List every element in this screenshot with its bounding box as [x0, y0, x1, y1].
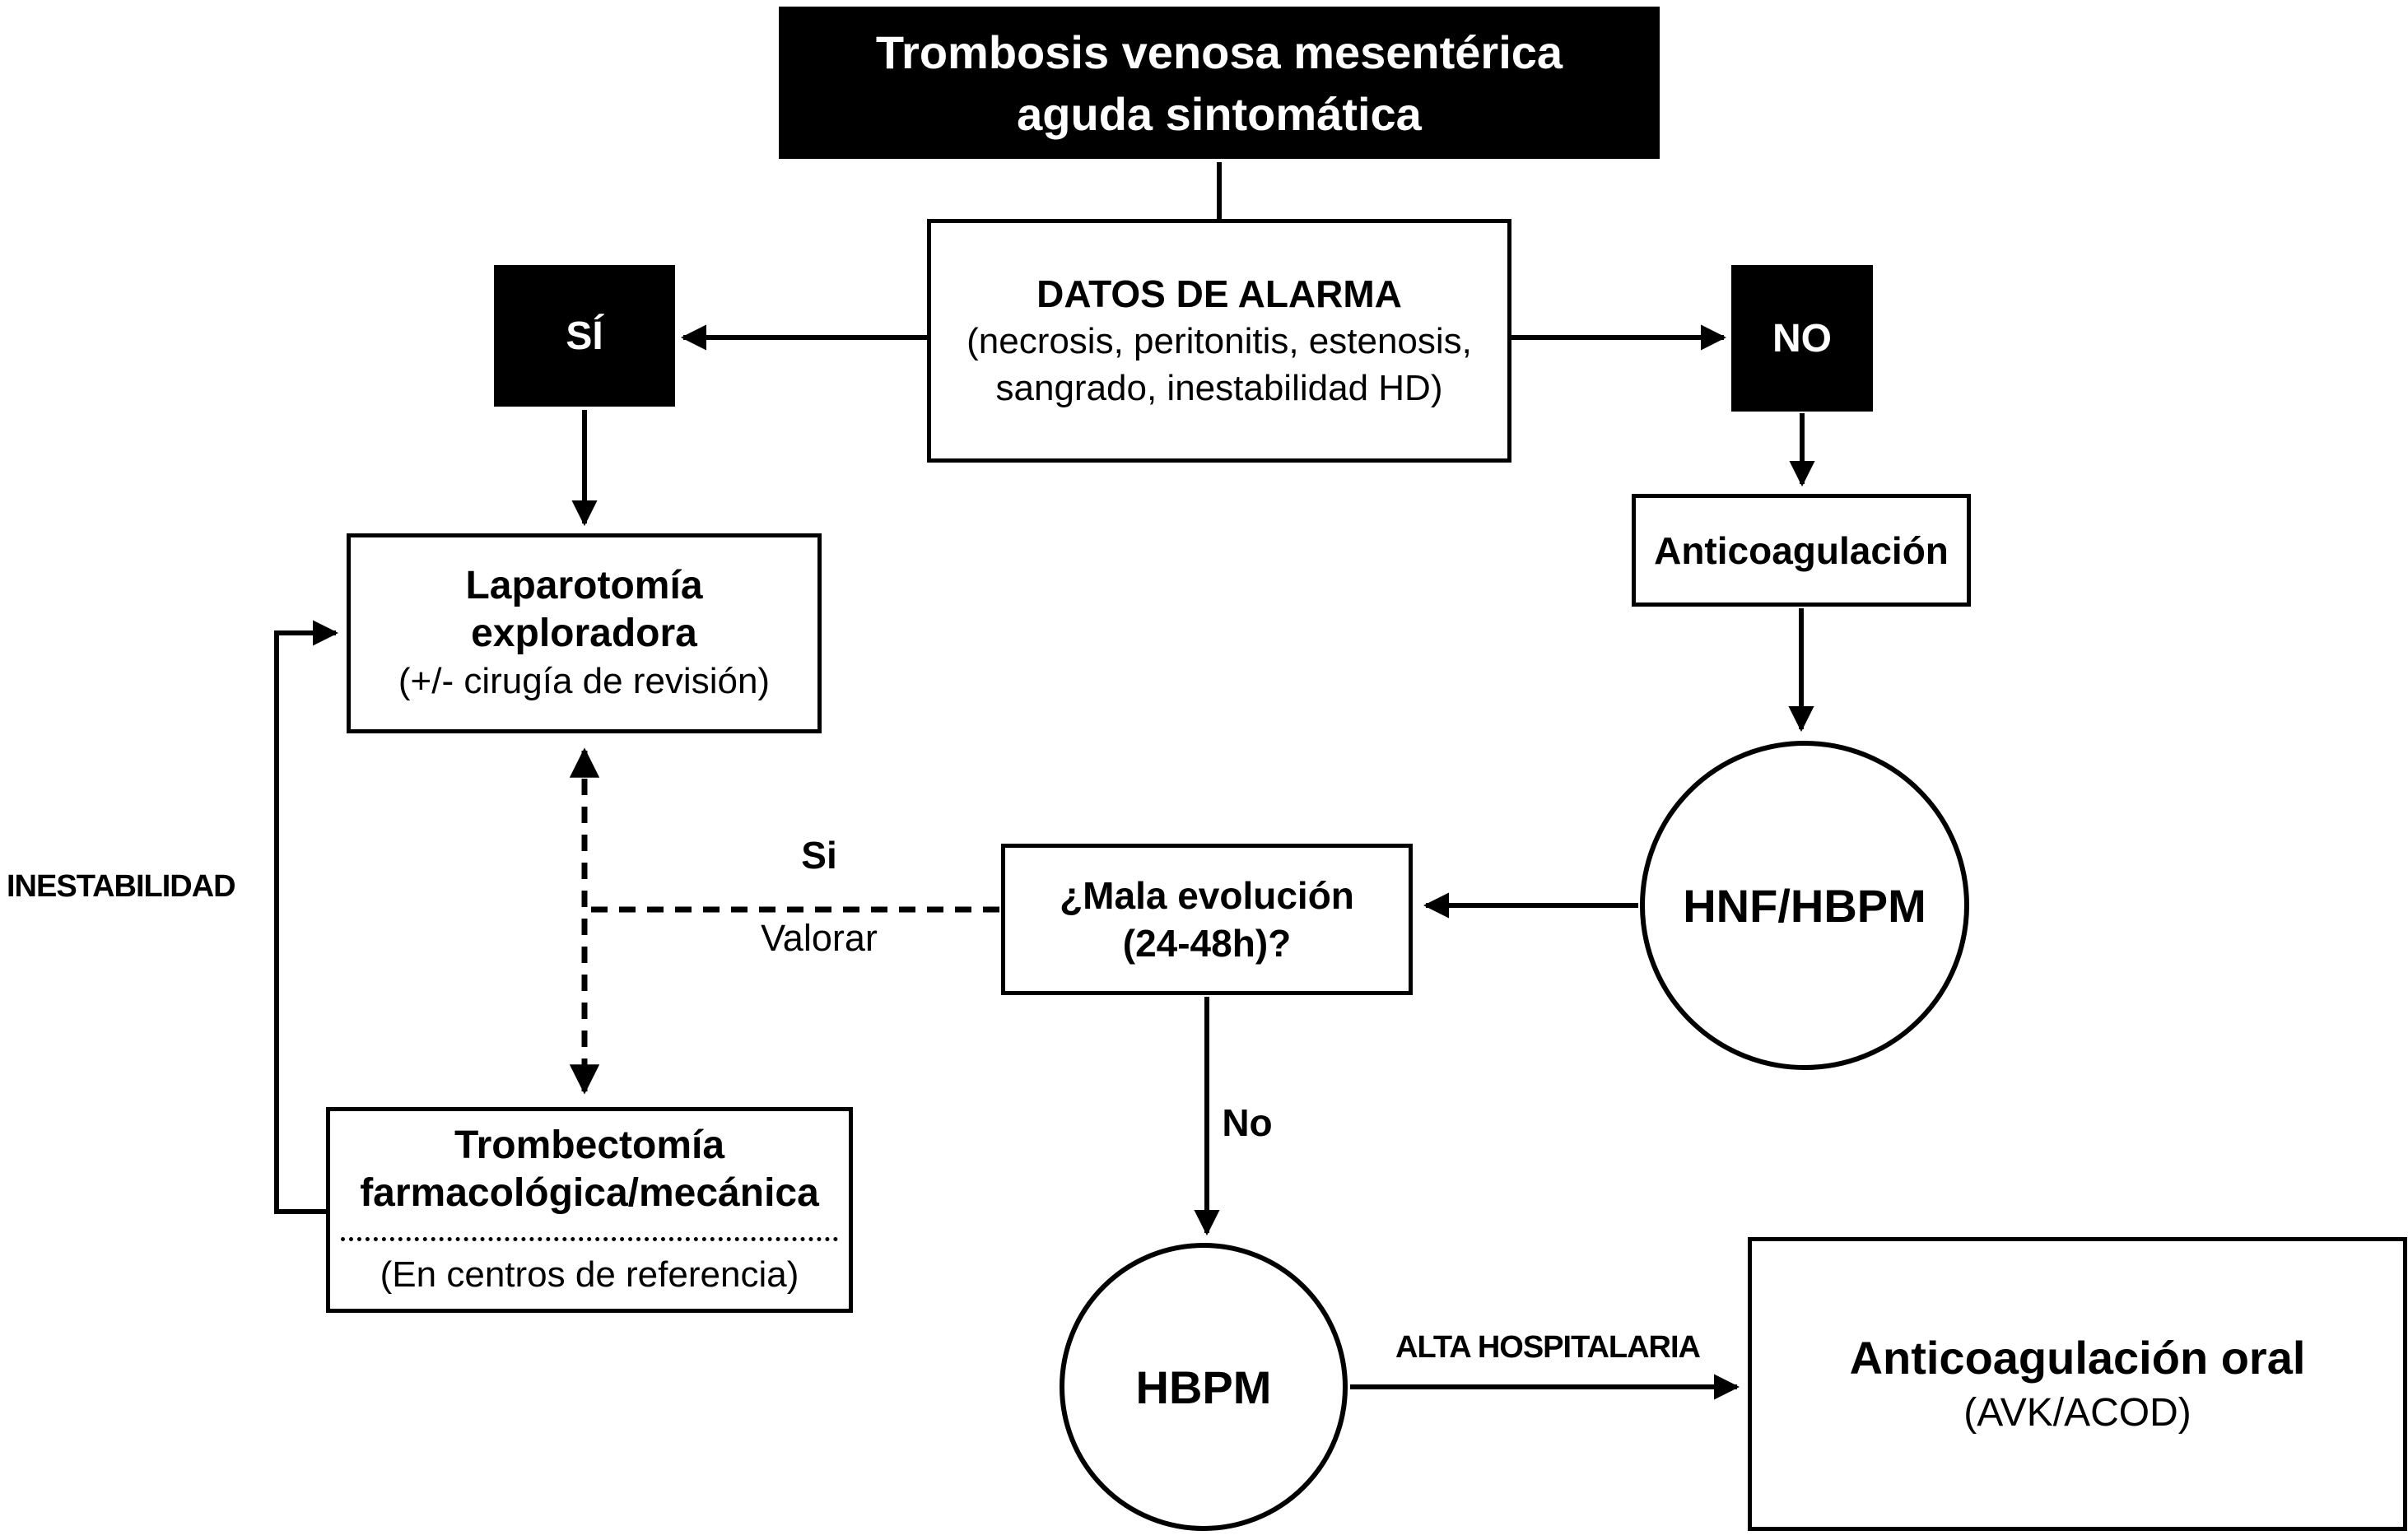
edge-label-no: No — [1222, 1101, 1273, 1144]
edge-label-si: Si — [801, 834, 837, 877]
hnf-hbpm-label: HNF/HBPM — [1683, 879, 1926, 932]
thrombectomy-dotted-divider — [340, 1236, 839, 1241]
node-yes: SÍ — [494, 265, 675, 407]
laparotomy-line-1: Laparotomía — [465, 563, 703, 607]
oral-line-1: Anticoagulación oral — [1849, 1331, 2306, 1384]
evolution-line-1: ¿Mala evolución — [1060, 874, 1354, 917]
edge-label-inestabilidad: INESTABILIDAD — [7, 869, 236, 904]
node-no: NO — [1731, 265, 1873, 412]
title-line-2: aguda sintomática — [1017, 87, 1422, 140]
node-laparotomy: Laparotomía exploradora (+/- cirugía de … — [347, 533, 822, 733]
thrombectomy-line-2: farmacológica/mecánica — [360, 1170, 819, 1215]
hbpm-label: HBPM — [1135, 1361, 1272, 1413]
alarm-line-1: (necrosis, peritonitis, estenosis, — [966, 321, 1472, 361]
node-alarm-data: DATOS DE ALARMA (necrosis, peritonitis, … — [927, 219, 1511, 463]
oral-line-2: (AVK/ACOD) — [1963, 1390, 2191, 1435]
edge-label-valorar: Valorar — [761, 917, 878, 959]
evolution-line-2: (24-48h)? — [1122, 922, 1292, 965]
node-oral-anticoagulation: Anticoagulación oral (AVK/ACOD) — [1748, 1237, 2407, 1531]
node-evolution-question: ¿Mala evolución (24-48h)? — [1001, 844, 1413, 995]
yes-label: SÍ — [566, 314, 603, 358]
node-thrombectomy: Trombectomía farmacológica/mecánica (En … — [326, 1107, 853, 1313]
laparotomy-note: (+/- cirugía de revisión) — [398, 660, 771, 701]
node-hnf-hbpm: HNF/HBPM — [1640, 741, 1969, 1070]
anticoagulation-label: Anticoagulación — [1654, 528, 1949, 572]
no-label: NO — [1772, 316, 1832, 361]
edge-label-alta-hospitalaria: ALTA HOSPITALARIA — [1395, 1330, 1701, 1365]
node-anticoagulation: Anticoagulación — [1632, 494, 1971, 607]
thrombectomy-line-1: Trombectomía — [454, 1123, 725, 1167]
laparotomy-line-2: exploradora — [471, 611, 697, 655]
title-line-1: Trombosis venosa mesentérica — [875, 26, 1563, 78]
edge-instability-loop — [274, 620, 339, 1214]
thrombectomy-note: (En centros de referencia) — [380, 1254, 799, 1295]
alarm-title: DATOS DE ALARMA — [1036, 272, 1402, 315]
node-hbpm: HBPM — [1060, 1243, 1348, 1531]
node-title: Trombosis venosa mesentérica aguda sinto… — [779, 7, 1660, 159]
alarm-line-2: sangrado, inestabilidad HD) — [995, 368, 1443, 408]
